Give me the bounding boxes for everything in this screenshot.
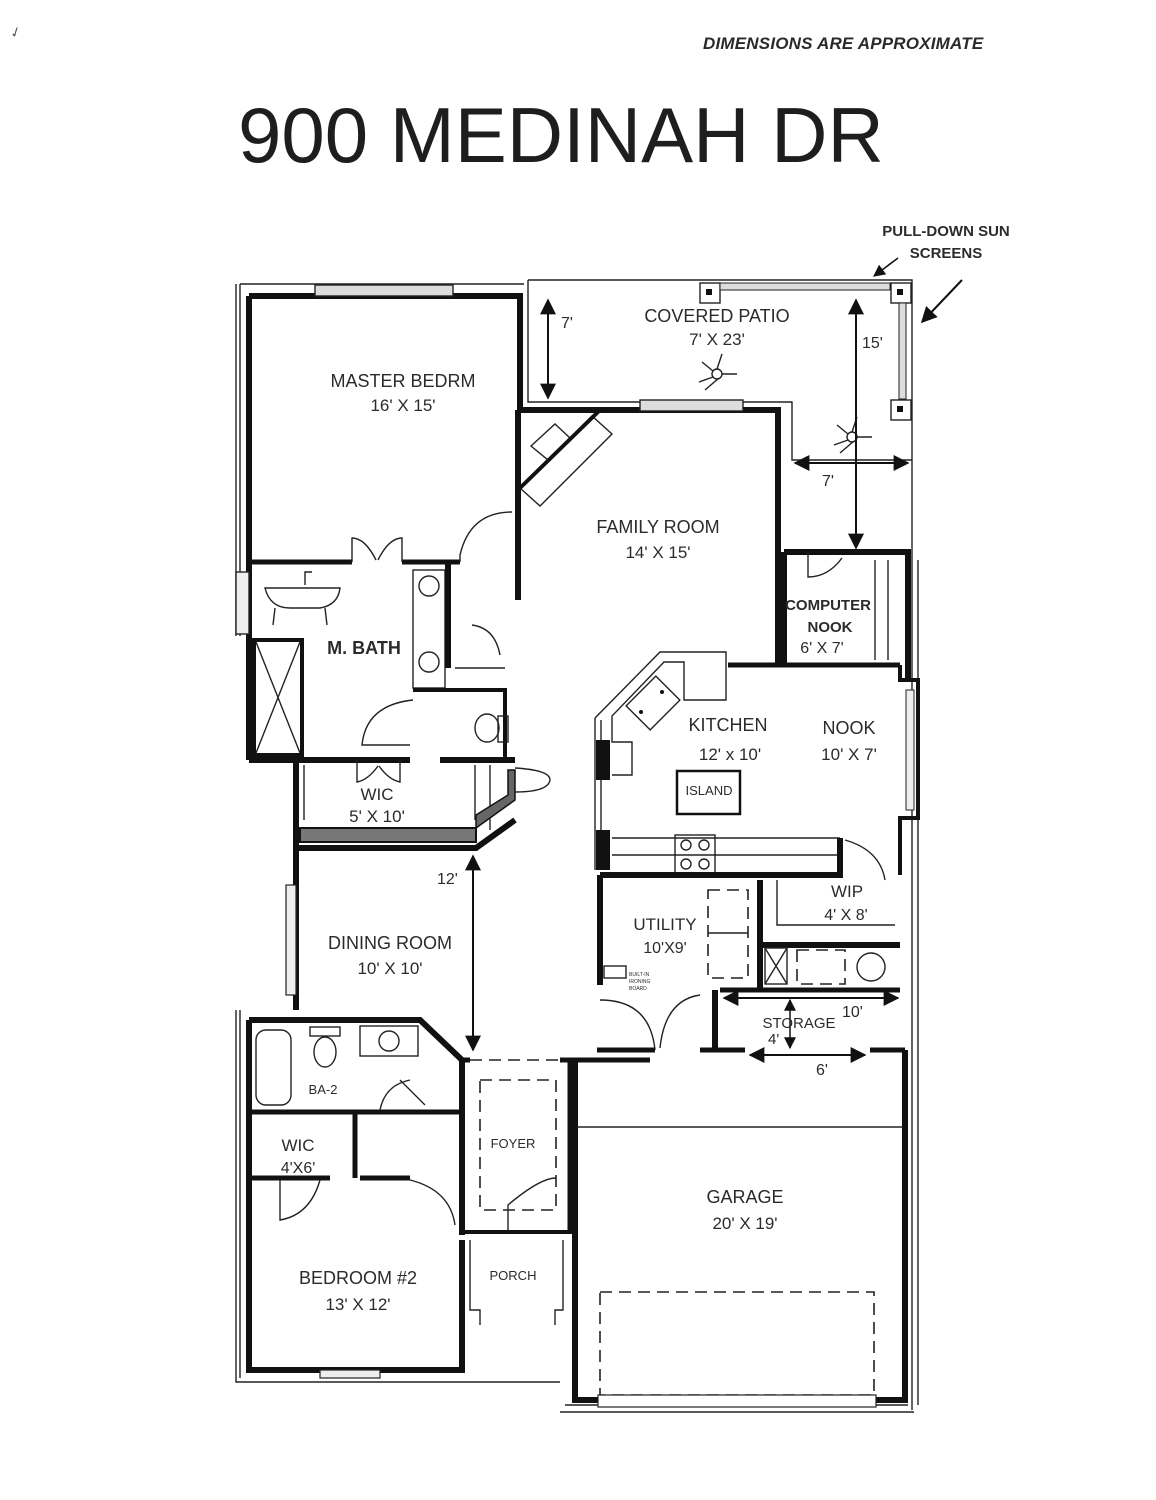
master-wic <box>293 760 551 1010</box>
nook-size: 10' X 7' <box>821 745 877 764</box>
ironing-board-note-3: BOARD <box>629 986 647 992</box>
bath-2-name: BA-2 <box>309 1082 338 1097</box>
bedroom-2-size: 13' X 12' <box>325 1295 390 1314</box>
bedroom-2-name: BEDROOM #2 <box>299 1268 417 1288</box>
foyer-porch <box>462 1057 575 1325</box>
utility-size: 10'X9' <box>643 940 686 957</box>
storage-name: STORAGE <box>762 1015 835 1032</box>
master-bedroom-size: 16' X 15' <box>370 396 435 415</box>
master-bath <box>235 562 515 763</box>
computer-nook-name-2: NOOK <box>808 619 853 636</box>
storage-width-dim: 10' <box>842 1004 863 1021</box>
master-bedroom-name: MASTER BEDRM <box>330 371 475 391</box>
garage-name: GARAGE <box>706 1187 783 1207</box>
patio-length-dim: 15' <box>862 335 883 352</box>
ceiling-fan-icon <box>833 416 872 454</box>
wip-name: WIP <box>831 882 863 901</box>
secondary-bedroom-wing <box>246 1017 465 1379</box>
utility-name: UTILITY <box>633 915 696 934</box>
patio-width-dim: 7' <box>822 473 834 490</box>
dining-room-size: 10' X 10' <box>357 959 422 978</box>
covered-patio <box>527 257 963 550</box>
computer-nook <box>781 549 911 680</box>
foyer-name: FOYER <box>491 1136 536 1151</box>
computer-nook-size: 6' X 7' <box>800 640 843 657</box>
family-room-name: FAMILY ROOM <box>596 517 719 537</box>
family-room <box>515 399 781 665</box>
ironing-board-note-1: BUILT-IN <box>629 972 650 978</box>
dining-room <box>285 817 517 1052</box>
wip-size: 4' X 8' <box>824 907 867 924</box>
patio-name: COVERED PATIO <box>644 306 789 326</box>
porch-name: PORCH <box>490 1268 537 1283</box>
property-address-title: 900 MEDINAH DR <box>238 91 884 179</box>
ceiling-fan-icon <box>698 353 737 391</box>
sun-screens-label-2: SCREENS <box>910 245 983 262</box>
kitchen <box>594 651 920 881</box>
island-label: ISLAND <box>686 783 733 798</box>
storage-depth-dim: 4' <box>768 1031 779 1048</box>
patio-depth-dim: 7' <box>561 315 573 332</box>
dining-length-dim: 12' <box>437 871 458 888</box>
dining-room-name: DINING ROOM <box>328 933 452 953</box>
storage-opening-dim: 6' <box>816 1062 828 1079</box>
storage-room <box>720 987 905 1063</box>
utility-room <box>597 875 886 1053</box>
garage <box>572 1050 908 1408</box>
computer-nook-name-1: COMPUTER <box>785 597 871 614</box>
wic-2-size: 4'X6' <box>281 1160 316 1177</box>
master-bath-name: M. BATH <box>327 638 401 658</box>
master-wic-size: 5' X 10' <box>349 807 405 826</box>
kitchen-name: KITCHEN <box>688 715 767 735</box>
room-labels: PULL-DOWN SUN SCREENS COVERED PATIO 7' X… <box>281 223 1010 1314</box>
wic-2-name: WIC <box>281 1136 314 1155</box>
kitchen-size: 12' x 10' <box>699 745 761 764</box>
garage-size: 20' X 19' <box>712 1214 777 1233</box>
dimensions-disclaimer: DIMENSIONS ARE APPROXIMATE <box>703 34 984 53</box>
sun-screens-label: PULL-DOWN SUN <box>882 223 1010 240</box>
nook-name: NOOK <box>822 718 875 738</box>
family-room-size: 14' X 15' <box>625 543 690 562</box>
master-bedroom-walls <box>246 284 523 760</box>
ironing-board-note-2: IRONING <box>629 979 651 985</box>
patio-size: 7' X 23' <box>689 330 745 349</box>
master-wic-name: WIC <box>360 785 393 804</box>
